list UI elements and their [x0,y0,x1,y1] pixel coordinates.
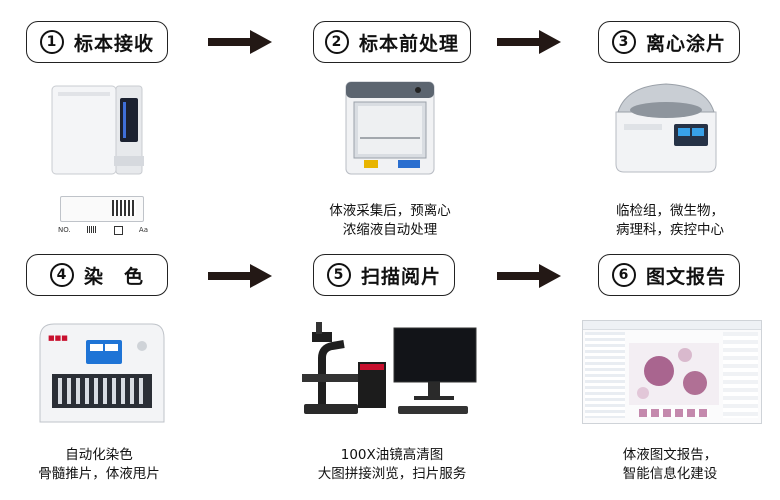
step-number: 2 [324,30,349,54]
step-3-box: 3 离心涂片 [598,21,740,63]
step-4-caption: 自动化染色 骨髓推片，体液甩片 [14,446,184,484]
step-6-caption: 体液图文报告， 智能信息化建设 [585,446,755,484]
label-card-barcode [112,200,136,216]
step-label: 标本前处理 [358,32,459,55]
step-number: 4 [49,263,74,287]
caption-line: 体液采集后，预离心 [329,203,451,219]
step-3-caption: 临检组，微生物， 病理科，疾控中心 [585,202,755,240]
label-no: NO. [58,226,71,234]
caption-line: 自动化染色 [65,447,133,463]
caption-line: 浓缩液自动处理 [342,222,438,238]
step-number: 1 [39,30,64,54]
preprocessor-image [345,81,435,175]
stainer-image: ■■■ [39,323,165,423]
cell-image [637,348,707,399]
caption-line: 大图拼接浏览，扫片服务 [317,466,467,482]
label-image [113,226,123,235]
step-label: 染 色 [83,265,144,288]
step-1-box: 1 标本接收 [26,21,168,63]
label-barcode [87,226,98,233]
report-titlebar [583,321,761,330]
sample-receiver-image [51,85,144,175]
caption-line: 骨髓推片，体液甩片 [38,466,160,482]
report-sample-list [585,332,625,418]
step-number: 3 [611,30,636,54]
step-label: 图文报告 [645,265,726,288]
arrow-right-icon [208,264,272,288]
report-thumbnails [639,409,709,417]
report-screenshot [582,320,762,424]
caption-line: 100X油镜高清图 [340,447,444,463]
microscope-workstation-image [302,322,477,414]
step-label: 标本接收 [73,32,154,55]
step-number: 5 [326,263,351,287]
label-text: Aa [138,226,148,234]
centrifuge-image [615,83,717,173]
step-2-caption: 体液采集后，预离心 浓缩液自动处理 [300,202,480,240]
label-card-legend: NO. Aa [58,226,148,235]
caption-line: 临检组，微生物， [616,203,724,219]
caption-line: 体液图文报告， [622,447,718,463]
step-label: 离心涂片 [645,32,726,55]
caption-line: 智能信息化建设 [622,466,718,482]
arrow-right-icon [497,30,561,54]
step-5-box: 5 扫描阅片 [313,254,455,296]
step-5-caption: 100X油镜高清图 大图拼接浏览，扫片服务 [292,446,492,484]
step-number: 6 [611,263,636,287]
report-side-panel [723,332,758,418]
step-2-box: 2 标本前处理 [313,21,471,63]
arrow-right-icon [208,30,272,54]
caption-line: 病理科，疾控中心 [616,222,724,238]
arrow-right-icon [497,264,561,288]
svg-text:■■■: ■■■ [48,334,68,342]
step-label: 扫描阅片 [360,265,441,288]
step-6-box: 6 图文报告 [598,254,740,296]
step-4-box: 4 染 色 [26,254,168,296]
